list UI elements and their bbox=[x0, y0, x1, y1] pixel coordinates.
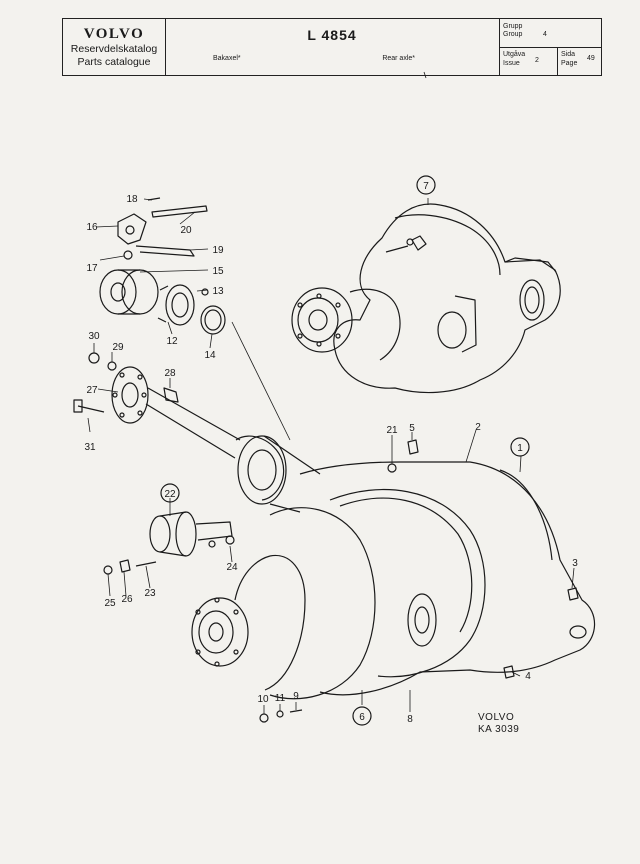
page-box: Sida Page 49 bbox=[557, 47, 601, 75]
callout-25: 25 bbox=[104, 598, 116, 609]
nut-25 bbox=[103, 565, 113, 575]
washer-11 bbox=[276, 710, 284, 718]
callout-17: 17 bbox=[86, 263, 98, 274]
callout-16: 16 bbox=[86, 222, 98, 233]
callout-12: 12 bbox=[166, 336, 178, 347]
page-value: 49 bbox=[587, 55, 595, 62]
axle-shaft bbox=[111, 366, 321, 513]
drawing-credit: VOLVO KA 3039 bbox=[478, 712, 519, 736]
plug-4 bbox=[503, 665, 515, 679]
callout-24: 24 bbox=[226, 562, 238, 573]
upper-small-parts bbox=[99, 197, 226, 335]
stud-23 bbox=[135, 561, 157, 567]
callout-20: 20 bbox=[180, 225, 192, 236]
callout-6: 6 bbox=[359, 712, 365, 723]
stud-28 bbox=[163, 387, 179, 403]
upper-differential-housing bbox=[291, 203, 561, 394]
nut-21 bbox=[387, 463, 397, 473]
callout-8: 8 bbox=[407, 714, 413, 725]
plug-5 bbox=[407, 439, 419, 455]
section-title-en: Rear axle* bbox=[382, 55, 415, 62]
bolt-head-31 bbox=[73, 399, 83, 413]
catalog-title-sv: Reservdelskatalog bbox=[70, 43, 158, 55]
callout-19: 19 bbox=[212, 245, 224, 256]
callout-ring-22 bbox=[160, 483, 180, 503]
section-title-sv: Bakaxel* bbox=[213, 55, 241, 62]
brand-cell: VOLVO Reservdelskatalog Parts catalogue bbox=[63, 19, 166, 75]
callout-31: 31 bbox=[84, 442, 96, 453]
catalog-header-table: VOLVO Reservdelskatalog Parts catalogue … bbox=[62, 18, 602, 76]
credit-brand: VOLVO bbox=[478, 712, 515, 723]
callout-ring-1 bbox=[510, 437, 530, 457]
group-label-sv: Grupp bbox=[503, 23, 523, 30]
plug-3 bbox=[567, 587, 579, 601]
leader-lines bbox=[87, 71, 575, 714]
credit-code: KA 3039 bbox=[478, 724, 520, 735]
callout-27: 27 bbox=[86, 385, 98, 396]
callout-10: 10 bbox=[257, 694, 269, 705]
main-differential-carrier bbox=[191, 461, 596, 700]
callout-1: 1 bbox=[517, 443, 523, 454]
callout-23: 23 bbox=[144, 588, 156, 599]
callout-5: 5 bbox=[409, 423, 415, 434]
group-value: 4 bbox=[543, 31, 547, 38]
group-label-en: Group bbox=[503, 31, 523, 38]
callout-26: 26 bbox=[121, 594, 133, 605]
callout-7: 7 bbox=[423, 181, 429, 192]
nut-10 bbox=[259, 713, 269, 723]
page-label-sv: Sida bbox=[561, 51, 576, 58]
page-label-en: Page bbox=[561, 60, 578, 67]
callout-18: 18 bbox=[126, 194, 138, 205]
brand-logo: VOLVO bbox=[83, 26, 145, 42]
pinion-assembly-22 bbox=[149, 511, 235, 557]
callout-29: 29 bbox=[112, 342, 124, 353]
callout-14: 14 bbox=[204, 350, 216, 361]
washer-26 bbox=[119, 559, 131, 573]
issue-page-row: Utgåva Issue 2 Sida Page 49 bbox=[499, 47, 601, 75]
callout-22: 22 bbox=[164, 489, 176, 500]
issue-value: 2 bbox=[535, 57, 539, 64]
callout-ring-6 bbox=[352, 706, 372, 726]
issue-label-en: Issue bbox=[503, 60, 520, 67]
reference-cell: Grupp Group 4 Utgåva Issue 2 Sida Page 4… bbox=[499, 19, 601, 75]
washer-29 bbox=[107, 361, 117, 371]
callout-13: 13 bbox=[212, 286, 224, 297]
callout-28: 28 bbox=[164, 368, 176, 379]
callout-15: 15 bbox=[212, 266, 224, 277]
callout-3: 3 bbox=[572, 558, 578, 569]
callout-ring-7 bbox=[416, 175, 436, 195]
callout-30: 30 bbox=[88, 331, 100, 342]
nut-30 bbox=[88, 352, 100, 364]
callout-2: 2 bbox=[475, 422, 481, 433]
group-row: Grupp Group 4 bbox=[499, 19, 601, 48]
issue-label-sv: Utgåva bbox=[503, 51, 526, 58]
callout-9: 9 bbox=[293, 691, 299, 702]
callout-11: 11 bbox=[275, 693, 286, 704]
catalog-title-en: Parts catalogue bbox=[77, 56, 151, 68]
callout-4: 4 bbox=[525, 671, 531, 682]
issue-box: Utgåva Issue 2 bbox=[499, 47, 558, 75]
document-number: L 4854 bbox=[307, 27, 357, 43]
callout-21: 21 bbox=[386, 425, 398, 436]
stud-9 bbox=[289, 709, 303, 713]
